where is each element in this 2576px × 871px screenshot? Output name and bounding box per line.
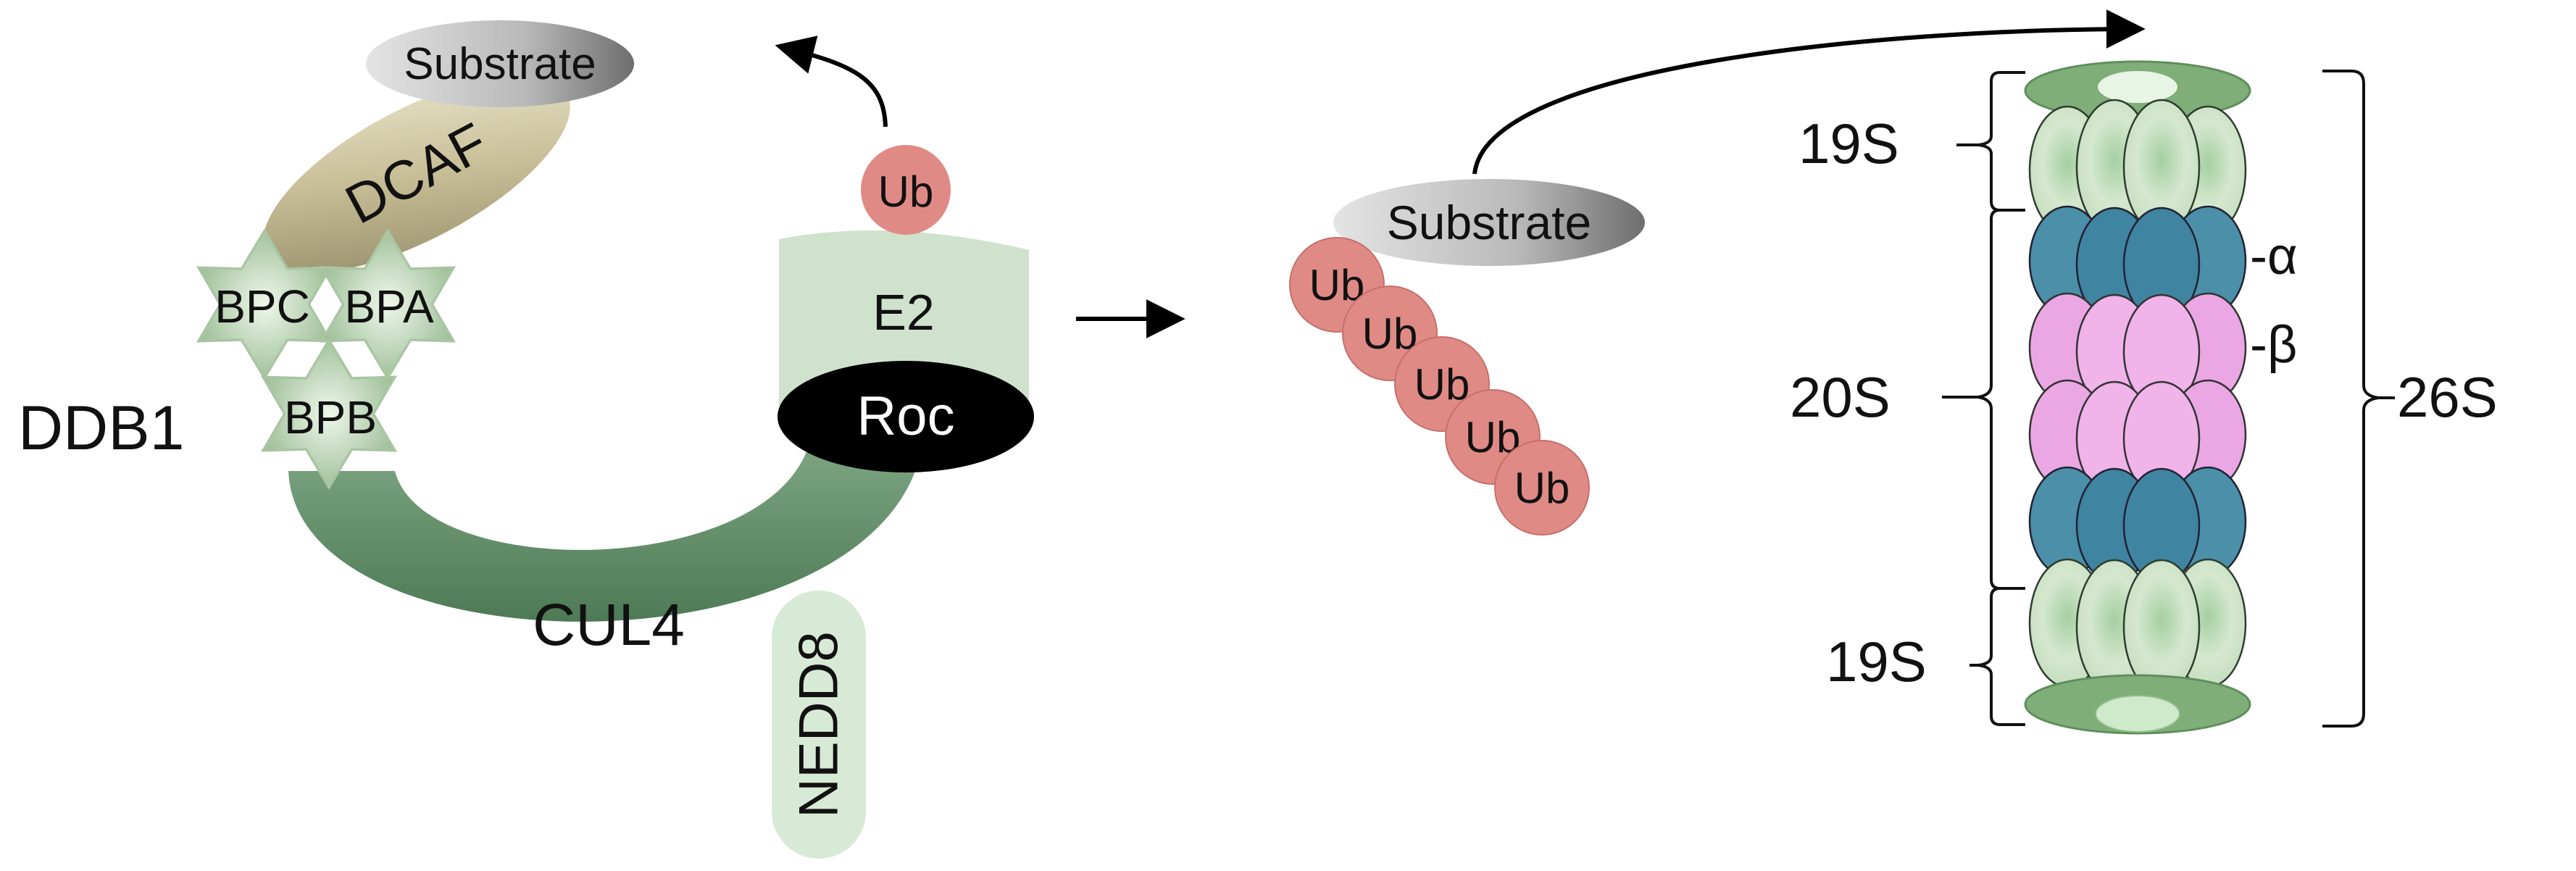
ub-circle-e2 [861,145,951,235]
label-26s: 26S [2397,365,2498,429]
substrate-oval-middle [1333,179,1645,266]
roc-label: Roc [856,386,954,447]
bpb-label: BPB [284,391,377,443]
ub-chain-label: Ub [1514,464,1570,512]
delivery-arrow [1472,9,2146,175]
alpha-ring-bottom [2028,466,2247,583]
beta-ring-lower [2028,379,2247,496]
brace-26s [2322,70,2379,728]
dcaf-oval: DCAF [263,75,570,272]
ub-chain-label: Ub [1362,309,1418,358]
bottom-cap-knob [2095,695,2180,733]
substrate-label-left: Substrate [404,39,596,89]
brace-19s-bottom [1977,587,2025,726]
brace-19s-top [1977,71,2025,212]
top-cap-knob [2098,71,2177,103]
bpb-star: BPB [260,338,398,490]
nedd8-label: NEDD8 [788,631,850,818]
e2-label: E2 [872,284,935,341]
ub-chain-circle [1494,440,1590,535]
ub-chain: Ub Ub Ub Ub Ub [1289,237,1590,535]
label-19s-bottom: 19S [1826,630,1927,693]
crl4-complex: CUL4 NEDD8 E2 Roc Ub DCAF Substrate BPB [18,20,1034,859]
ddb1-label: DDB1 [18,393,184,463]
polyubiquitinated-substrate: Substrate Ub Ub Ub Ub Ub [1289,9,2146,535]
top-19s-cap [2028,99,2247,236]
ub-label-e2: Ub [878,167,934,216]
roc-oval [778,361,1034,472]
bpa-star: BPA [319,228,457,380]
cul4-arc [288,362,924,622]
label-beta: -β [2250,316,2297,374]
nedd8-pill: NEDD8 [772,591,866,859]
brace-20s [1977,209,2025,590]
transfer-arrow [775,36,888,128]
substrate-label-middle: Substrate [1387,196,1592,249]
label-alpha: -α [2250,228,2298,286]
label-20s: 20S [1790,365,1891,429]
bpc-label: BPC [214,280,310,333]
label-19s-top: 19S [1798,112,1899,175]
proteasome-26s: 19S 20S 19S 26S -α -β [1790,60,2498,735]
bottom-19s-cap [2028,558,2247,695]
cap-subunit [2122,559,2201,695]
substrate-oval-left [366,20,634,107]
bpa-label: BPA [344,280,434,333]
e2-block [779,230,1029,406]
ub-chain-label: Ub [1414,360,1470,409]
cul4-label: CUL4 [533,592,685,658]
